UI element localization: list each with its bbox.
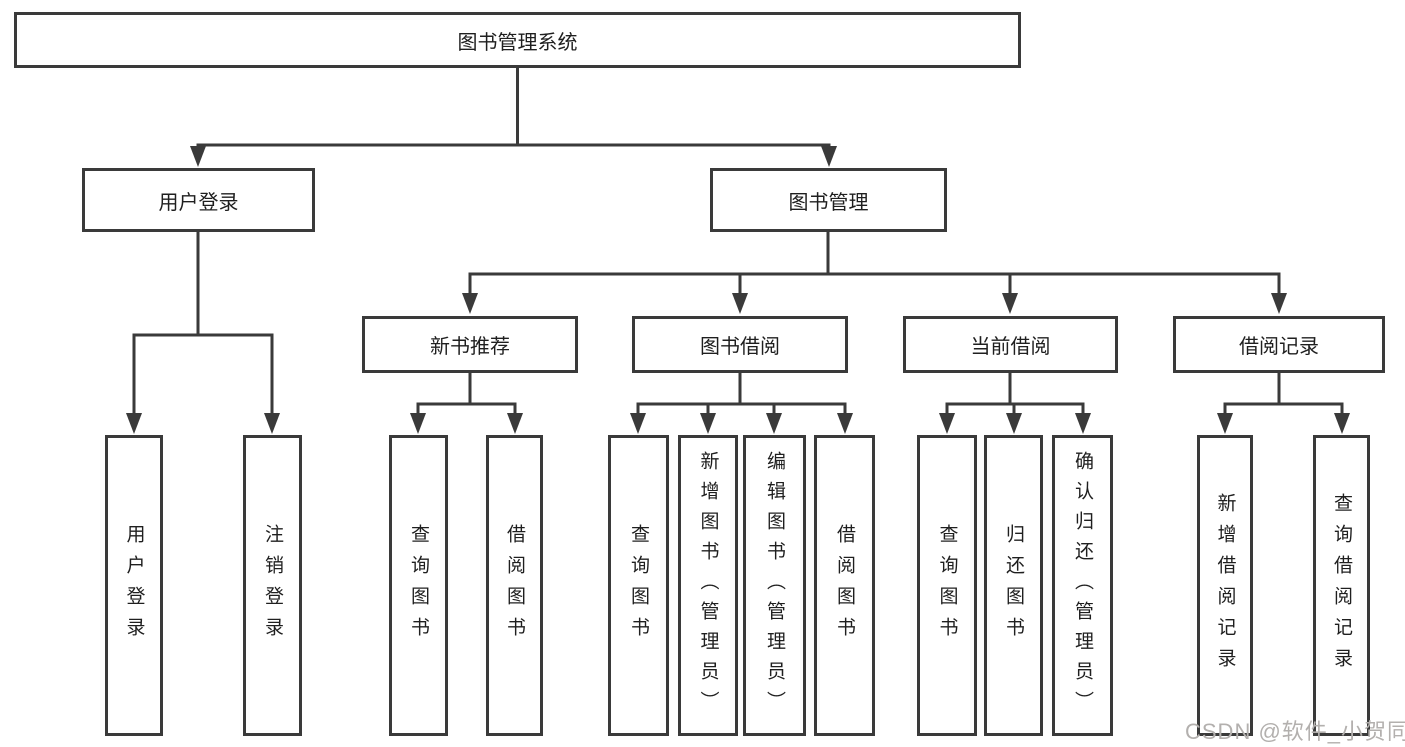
arrowhead	[939, 413, 955, 434]
node-leaf-query-borrow-record: 查询借阅记录	[1313, 435, 1370, 736]
node-label: 查询图书	[936, 523, 958, 648]
arrowhead	[1334, 413, 1350, 434]
node-book-borrowing: 图书借阅	[632, 316, 848, 373]
node-label: 归还图书	[1003, 523, 1024, 648]
arrowhead	[462, 293, 478, 314]
arrowhead	[126, 413, 142, 434]
node-label: 新增借阅记录	[1214, 492, 1236, 679]
node-new-book-recommendation: 新书推荐	[362, 316, 578, 373]
arrowhead	[1271, 293, 1287, 314]
node-label: 查询借阅记录	[1331, 492, 1352, 679]
node-label: 借阅图书	[834, 523, 855, 648]
connector-borrow-group	[636, 373, 847, 417]
node-leaf-query-books-2: 查询图书	[608, 435, 669, 736]
node-user-login: 用户登录	[82, 168, 315, 232]
node-label: 注销登录	[262, 523, 283, 648]
node-label: 借阅记录	[1239, 336, 1319, 358]
arrowhead	[1006, 413, 1022, 434]
arrowhead	[1217, 413, 1233, 434]
arrowhead	[732, 293, 748, 314]
arrowhead	[630, 413, 646, 434]
node-leaf-query-books-3: 查询图书	[917, 435, 977, 736]
node-current-borrowing: 当前借阅	[903, 316, 1118, 373]
node-label: 图书借阅	[700, 336, 780, 358]
arrowhead	[1075, 413, 1091, 434]
connector-bookmgmt-to-level3	[468, 232, 1281, 297]
connector-record-group	[1223, 373, 1344, 417]
node-leaf-user-login: 用户登录	[105, 435, 163, 736]
node-label: 借阅图书	[504, 523, 525, 648]
node-label: 用户登录	[158, 191, 239, 214]
arrowhead	[507, 413, 523, 434]
node-label: 编辑图书（管理员）	[764, 450, 785, 721]
node-leaf-query-books-1: 查询图书	[389, 435, 448, 736]
arrowhead	[190, 146, 206, 167]
node-label: 图书管理	[788, 191, 869, 214]
node-label: 新书推荐	[430, 336, 510, 358]
arrowhead	[700, 413, 716, 434]
node-label: 确认归还（管理员）	[1072, 450, 1093, 721]
node-borrowing-records: 借阅记录	[1173, 316, 1385, 373]
csdn-watermark: CSDN @软件_小贺同学	[1185, 719, 1405, 744]
connector-userlogin-to-leaves	[132, 232, 274, 417]
arrowhead	[821, 146, 837, 167]
node-label: 用户登录	[123, 523, 145, 648]
node-label: 图书管理系统	[457, 31, 578, 54]
connector-newbook-group	[416, 373, 517, 417]
node-label: 查询图书	[628, 523, 649, 648]
node-library-management-system: 图书管理系统	[14, 12, 1021, 68]
node-leaf-borrow-books-1: 借阅图书	[486, 435, 543, 736]
arrowhead	[766, 413, 782, 434]
node-leaf-add-borrow-record: 新增借阅记录	[1197, 435, 1253, 736]
arrowhead	[837, 413, 853, 434]
connector-root-to-level2	[196, 68, 831, 150]
node-leaf-logout: 注销登录	[243, 435, 302, 736]
arrowhead	[264, 413, 280, 434]
arrowhead	[410, 413, 426, 434]
node-leaf-edit-book-admin: 编辑图书（管理员）	[743, 435, 806, 736]
connector-current-group	[945, 373, 1085, 417]
node-label: 查询图书	[408, 523, 429, 648]
node-book-management: 图书管理	[710, 168, 947, 232]
node-leaf-add-book-admin: 新增图书（管理员）	[678, 435, 738, 736]
arrowhead	[1002, 293, 1018, 314]
node-leaf-return-books: 归还图书	[984, 435, 1043, 736]
node-label: 新增图书（管理员）	[697, 450, 719, 721]
node-leaf-confirm-return-admin: 确认归还（管理员）	[1052, 435, 1113, 736]
arrowheads	[126, 146, 1350, 434]
node-leaf-borrow-books-2: 借阅图书	[814, 435, 875, 736]
node-label: 当前借阅	[970, 336, 1051, 358]
